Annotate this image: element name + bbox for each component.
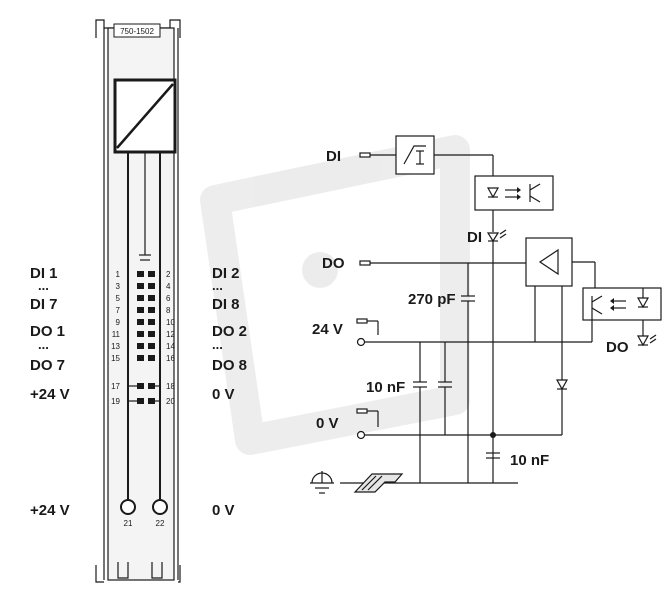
converter-symbol <box>113 78 177 154</box>
schematic-di-label: DI <box>326 148 341 165</box>
label-dots-a: ... <box>38 278 49 293</box>
label-di1: DI 1 <box>30 265 58 282</box>
label-do2: DO 2 <box>212 323 247 340</box>
pin-21: 21 <box>124 519 133 528</box>
pin-19: 19 <box>111 397 120 406</box>
label-di7: DI 7 <box>30 296 58 313</box>
pin-3: 3 <box>116 282 121 291</box>
pin-12: 12 <box>166 330 175 339</box>
label-do8: DO 8 <box>212 357 247 374</box>
do-optocoupler <box>582 287 662 321</box>
pin-2: 2 <box>166 270 171 279</box>
do-led-label: DO <box>606 339 629 356</box>
pin-5: 5 <box>116 294 121 303</box>
pin-20: 20 <box>166 397 175 406</box>
label-zeroa: 0 V <box>212 386 235 403</box>
din-rail-icon <box>353 473 404 493</box>
label-do1: DO 1 <box>30 323 65 340</box>
label-dots-b: ... <box>212 278 223 293</box>
cap-10nf-left-label: 10 nF <box>366 379 405 396</box>
pin-14: 14 <box>166 342 175 351</box>
pin-13: 13 <box>111 342 120 351</box>
label-p24a: +24 V <box>30 386 70 403</box>
pin-7: 7 <box>116 306 121 315</box>
schematic-do-label: DO <box>322 255 345 272</box>
label-do7: DO 7 <box>30 357 65 374</box>
schematic: DI DI DO <box>310 135 662 494</box>
pin-9: 9 <box>116 318 121 327</box>
cap-10nf-right-label: 10 nF <box>510 452 549 469</box>
pin-4: 4 <box>166 282 171 291</box>
pin-11: 11 <box>112 330 121 339</box>
pin-15: 15 <box>111 354 120 363</box>
schematic-0v-label: 0 V <box>316 415 339 432</box>
bottom-terminals: 21 22 <box>120 499 168 528</box>
right-channel-labels: DI 2 ... DI 8 DO 2 ... DO 8 0 V 0 V <box>212 265 247 519</box>
input-filter-box <box>395 135 435 175</box>
left-channel-labels: DI 1 ... DI 7 DO 1 ... DO 7 +24 V +24 V <box>30 265 70 519</box>
watermark <box>200 135 470 455</box>
ground-icon <box>310 471 334 494</box>
output-driver <box>525 237 573 287</box>
pin-numbers-left: 1 3 5 7 9 11 13 15 17 19 <box>111 270 120 406</box>
pin-8: 8 <box>166 306 171 315</box>
pin-1: 1 <box>116 270 121 279</box>
cap-270pf-label: 270 pF <box>408 291 456 308</box>
internal-wires <box>127 152 161 500</box>
label-zerob: 0 V <box>212 502 235 519</box>
label-dots-d: ... <box>212 337 223 352</box>
label-di2: DI 2 <box>212 265 240 282</box>
di-optocoupler <box>474 175 554 211</box>
terminal-blocks <box>128 271 160 404</box>
pin-16: 16 <box>166 354 175 363</box>
label-dots-c: ... <box>38 337 49 352</box>
di-led-label: DI <box>467 229 482 246</box>
pin-10: 10 <box>166 318 175 327</box>
pin-6: 6 <box>166 294 171 303</box>
model-number: 750-1502 <box>120 27 154 36</box>
schematic-24v-label: 24 V <box>312 321 343 338</box>
label-p24b: +24 V <box>30 502 70 519</box>
pin-17: 17 <box>111 382 120 391</box>
pin-18: 18 <box>166 382 175 391</box>
pin-22: 22 <box>156 519 165 528</box>
label-di8: DI 8 <box>212 296 240 313</box>
pin-numbers-right: 2 4 6 8 10 12 14 16 18 20 <box>166 270 175 406</box>
